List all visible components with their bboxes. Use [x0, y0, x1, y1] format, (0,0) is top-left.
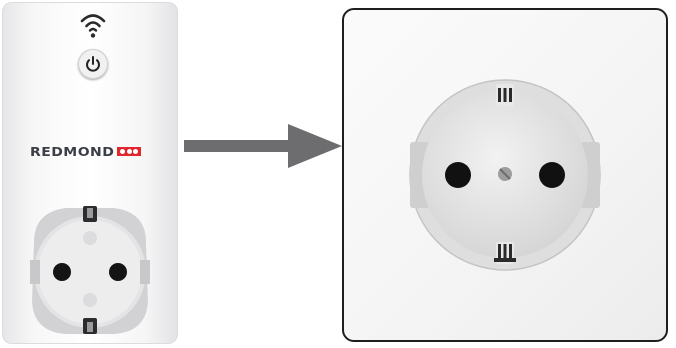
- wall-socket: [409, 79, 601, 271]
- brand-name: REDMOND: [30, 143, 115, 159]
- power-button[interactable]: [78, 49, 108, 79]
- brand-logo: REDMOND: [30, 143, 142, 159]
- wifi-icon: [80, 14, 106, 38]
- smart-plug: REDMOND: [2, 2, 178, 344]
- power-icon: [86, 56, 100, 72]
- brand-badge: [117, 146, 142, 156]
- wall-outlet: [342, 8, 668, 342]
- plug-socket: [30, 206, 150, 334]
- right-arrow-icon: [184, 124, 342, 168]
